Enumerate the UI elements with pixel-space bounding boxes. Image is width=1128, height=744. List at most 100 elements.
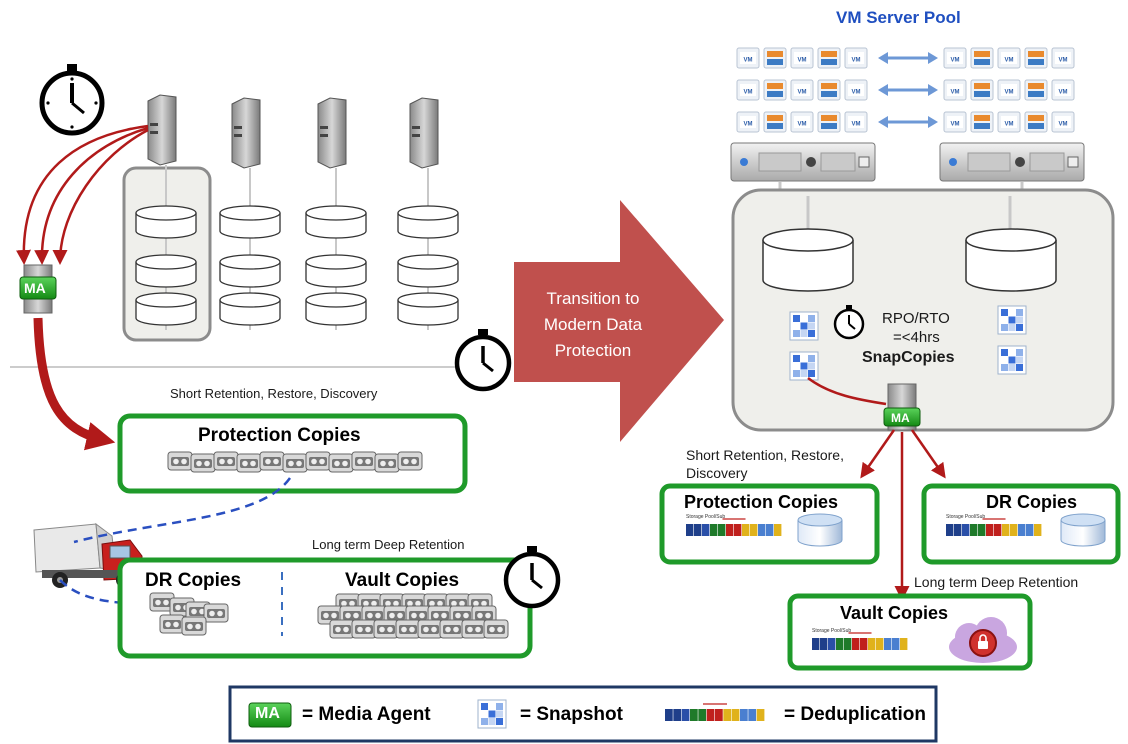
server-tower-icon	[409, 97, 439, 169]
dedup-caption: Storage Pool/Sub	[812, 628, 852, 634]
tape-cartridge-icon	[417, 619, 443, 639]
disk-icon	[305, 292, 367, 326]
tape-cartridge-icon	[328, 453, 354, 473]
disk-icon	[219, 292, 281, 326]
disk-icon	[397, 292, 459, 326]
vm-icon: VM	[790, 47, 814, 69]
dedup-bar-icon	[946, 518, 1042, 536]
tape-cartridge-icon	[395, 619, 421, 639]
snapshot-icon	[997, 345, 1027, 375]
stopwatch-icon	[454, 329, 512, 392]
disk-icon	[797, 513, 843, 547]
vault-copies-title: Vault Copies	[840, 603, 949, 623]
legend-ma-badge: MA	[255, 705, 280, 722]
tape-cartridge-icon	[190, 453, 216, 473]
svg-text:VM: VM	[1059, 58, 1068, 64]
svg-text:VM: VM	[744, 122, 753, 128]
transition-line-2: Modern Data	[543, 315, 643, 334]
vm-icon: VM	[997, 111, 1021, 133]
svg-text:VM: VM	[1005, 122, 1014, 128]
vm-icon: VM	[1051, 47, 1075, 69]
tape-cartridge-icon	[181, 616, 207, 636]
svg-text:VM: VM	[798, 90, 807, 96]
tape-cartridge-icon	[203, 603, 229, 623]
stopwatch-icon	[503, 546, 561, 609]
svg-text:VM: VM	[852, 58, 861, 64]
vm-icon: VM	[943, 47, 967, 69]
tape-cartridge-icon	[282, 453, 308, 473]
snapshot-icon	[789, 351, 819, 381]
vm-icon: VM	[790, 111, 814, 133]
svg-text:VM: VM	[798, 122, 807, 128]
app-os-icon	[817, 111, 841, 133]
media-agent-icon	[883, 383, 921, 431]
app-os-icon	[1024, 79, 1048, 101]
legend-dedup-text: = Deduplication	[784, 704, 926, 725]
storage-disk-left	[762, 228, 854, 292]
disk-icon	[219, 254, 281, 288]
tape-cartridge-icon	[259, 451, 285, 471]
stopwatch-icon	[39, 64, 105, 136]
app-os-icon	[763, 47, 787, 69]
snapshot-icon	[789, 311, 819, 341]
tape-cartridge-icon	[236, 453, 262, 473]
bidirectional-arrow-icon	[878, 84, 938, 96]
tape-cartridge-icon	[305, 451, 331, 471]
app-os-icon	[763, 111, 787, 133]
tape-cartridge-icon	[374, 453, 400, 473]
legend-box	[228, 685, 938, 743]
short-retention-label: Short Retention, Restore, Discovery	[170, 386, 378, 401]
snapshot-legend-icon	[477, 699, 507, 729]
dr-copies-title: DR Copies	[145, 570, 242, 591]
tape-cartridge-icon	[351, 451, 377, 471]
vm-icon: VM	[736, 111, 760, 133]
tape-cartridge-icon	[461, 619, 487, 639]
vm-icon: VM	[844, 111, 868, 133]
dedup-bar-icon	[665, 703, 765, 721]
vm-icon: VM	[736, 47, 760, 69]
snapshot-icon	[997, 305, 1027, 335]
dedup-legend-icon	[665, 703, 765, 721]
tape-cartridge-icon	[213, 451, 239, 471]
svg-text:VM: VM	[1005, 58, 1014, 64]
transition-line-1: Transition to	[546, 289, 640, 308]
app-os-icon	[817, 47, 841, 69]
vm-icon: VM	[997, 47, 1021, 69]
bidirectional-arrow-icon	[878, 52, 938, 64]
vm-server-pool-title: VM Server Pool	[836, 8, 961, 27]
svg-text:VM: VM	[1059, 122, 1068, 128]
vm-icon: VM	[790, 79, 814, 101]
app-os-icon	[817, 79, 841, 101]
ma-label: MA	[891, 411, 910, 425]
svg-text:VM: VM	[1059, 90, 1068, 96]
svg-text:VM: VM	[951, 58, 960, 64]
vm-icon: VM	[943, 79, 967, 101]
vm-icon: VM	[1051, 79, 1075, 101]
app-os-icon	[1024, 47, 1048, 69]
protection-copies-title: Protection Copies	[684, 492, 839, 512]
long-term-retention-label: Long term Deep Retention	[914, 574, 1079, 590]
vault-copies-title: Vault Copies	[345, 570, 460, 591]
blade-server-right	[939, 142, 1085, 182]
app-os-icon	[970, 47, 994, 69]
svg-text:VM: VM	[852, 90, 861, 96]
app-os-icon	[1024, 111, 1048, 133]
dedup-caption: Storage Pool/Sub	[946, 514, 986, 520]
vm-icon: VM	[844, 79, 868, 101]
tape-cartridge-icon	[373, 619, 399, 639]
short-retention-label-line-1: Short Retention, Restore,	[686, 447, 844, 463]
cloud-lock-icon	[949, 617, 1017, 663]
blade-server-left	[730, 142, 876, 182]
tape-group	[167, 451, 423, 473]
disk-icon	[305, 205, 367, 239]
legacy-section	[10, 64, 561, 659]
tape-cartridge-icon	[159, 614, 185, 634]
app-os-icon	[970, 111, 994, 133]
media-agent-icon	[19, 264, 57, 314]
dedup-bar-icon	[686, 518, 782, 536]
svg-text:VM: VM	[744, 90, 753, 96]
svg-text:VM: VM	[1005, 90, 1014, 96]
stopwatch-icon	[833, 305, 865, 340]
